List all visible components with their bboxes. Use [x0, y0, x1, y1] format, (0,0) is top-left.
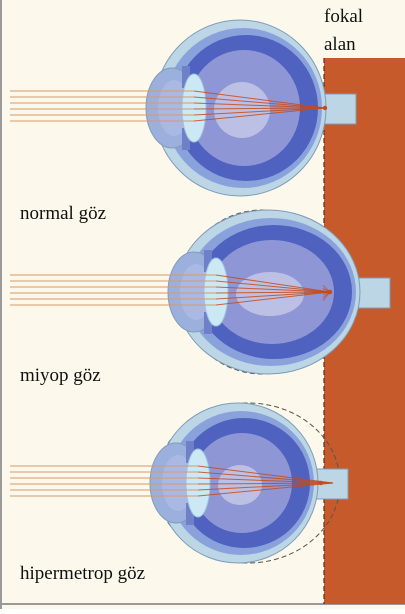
focal-point [319, 481, 323, 485]
lens [204, 258, 228, 326]
lens [186, 449, 210, 517]
focal-area-label-line2: alan [324, 34, 356, 56]
left-border [0, 0, 2, 609]
myopic-eye-label: miyop göz [20, 365, 101, 387]
focal-area-label-line1: fokal [324, 6, 363, 28]
lens [182, 74, 206, 142]
focal-point [323, 106, 327, 110]
normal-eye-label: normal göz [20, 203, 106, 225]
hyperopic-eye-label: hipermetrop göz [20, 563, 145, 585]
focal-point [328, 290, 332, 294]
vitreous-center [214, 82, 270, 138]
